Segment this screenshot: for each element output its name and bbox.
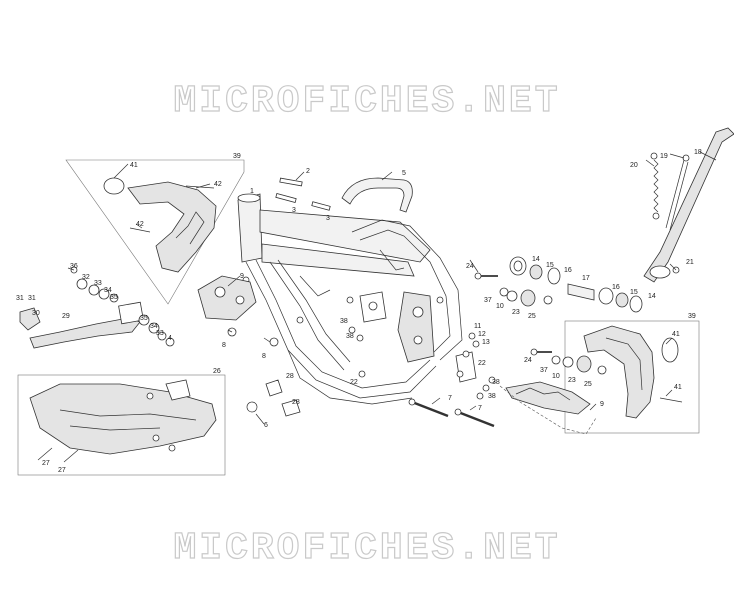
callout: 27 <box>58 467 66 474</box>
watermark-top: MICROFICHES.NET <box>173 80 561 123</box>
callout: 10 <box>496 303 504 310</box>
callout: 20 <box>630 162 638 169</box>
callout: 31 <box>16 295 24 302</box>
swingarm-bolts <box>408 398 495 428</box>
footpeg-left <box>19 266 175 349</box>
brake-mount <box>197 275 279 347</box>
callout: 33 <box>156 330 164 337</box>
callout: 19 <box>660 153 668 160</box>
small-fasteners <box>348 326 484 400</box>
callout: 6 <box>264 422 268 429</box>
callout: 23 <box>568 377 576 384</box>
callout: 42 <box>214 181 222 188</box>
springs-lower <box>246 379 301 417</box>
callout: 12 <box>478 331 486 338</box>
callout: 7 <box>448 395 452 402</box>
callout: 31 <box>28 295 36 302</box>
callout: 29 <box>62 313 70 320</box>
callout: 37 <box>540 367 548 374</box>
callouts: 41 42 42 39 2 3 3 5 1 18 19 20 21 36 32 … <box>16 149 702 474</box>
callout: 34 <box>150 323 158 330</box>
callout: 21 <box>686 259 694 266</box>
box-label: 26 <box>213 368 221 375</box>
callout: 28 <box>292 399 300 406</box>
group-box-39-right: 39 <box>564 313 700 434</box>
callout: 30 <box>32 310 40 317</box>
pivot-spacers-lower <box>530 348 607 375</box>
callout: 23 <box>512 309 520 316</box>
callout: 16 <box>612 284 620 291</box>
callout: 15 <box>546 262 554 269</box>
callout: 38 <box>340 318 348 325</box>
callout: 7 <box>478 405 482 412</box>
callout: 35 <box>110 294 118 301</box>
callout: 38 <box>346 333 354 340</box>
callout: 42 <box>136 221 144 228</box>
callout: 41 <box>672 331 680 338</box>
main-frame <box>237 193 477 405</box>
pivot-spacers-upper <box>474 256 643 313</box>
callout: 24 <box>524 357 532 364</box>
skid-plate <box>29 379 217 463</box>
callout: 17 <box>582 275 590 282</box>
callout: 18 <box>694 149 702 156</box>
callout: 1 <box>250 188 254 195</box>
callout: 35 <box>140 315 148 322</box>
box-label: 39 <box>233 153 241 160</box>
callout: 38 <box>492 379 500 386</box>
callout: 22 <box>350 379 358 386</box>
callout: 25 <box>584 381 592 388</box>
callout: 37 <box>484 297 492 304</box>
callout: 14 <box>648 293 656 300</box>
callout: 25 <box>528 313 536 320</box>
grab-handle <box>341 177 413 213</box>
callout: 33 <box>94 280 102 287</box>
callout: 27 <box>42 460 50 467</box>
leader-lines <box>67 151 717 425</box>
callout: 24 <box>466 263 474 270</box>
callout: 2 <box>306 168 310 175</box>
callout: 34 <box>104 287 112 294</box>
callout: 41 <box>674 384 682 391</box>
watermark-bottom: MICROFICHES.NET <box>173 527 561 570</box>
callout: 11 <box>474 323 481 330</box>
callout: 32 <box>82 274 90 281</box>
callout: 15 <box>630 289 638 296</box>
callout: 28 <box>286 373 294 380</box>
callout: 16 <box>564 267 572 274</box>
callout: 4 <box>168 335 172 342</box>
side-stand <box>643 127 734 283</box>
callout: 3 <box>326 215 330 222</box>
callout: 10 <box>552 373 560 380</box>
pins-top <box>275 177 331 211</box>
group-box-39-left: 39 <box>65 153 245 305</box>
callout: 14 <box>532 256 540 263</box>
footpeg-right <box>482 376 597 435</box>
callout: 36 <box>70 263 78 270</box>
callout: 38 <box>488 393 496 400</box>
callout: 13 <box>482 339 490 346</box>
callout: 22 <box>478 360 486 367</box>
callout: 5 <box>402 170 406 177</box>
callout: 41 <box>130 162 138 169</box>
callout: 8 <box>262 353 266 360</box>
callout: 9 <box>240 273 244 280</box>
box-label: 39 <box>688 313 696 320</box>
group-box-26: 26 <box>17 368 226 476</box>
callout: 9 <box>600 401 604 408</box>
callout: 3 <box>292 207 296 214</box>
callout: 8 <box>222 342 226 349</box>
frame-guard-left <box>103 177 217 273</box>
